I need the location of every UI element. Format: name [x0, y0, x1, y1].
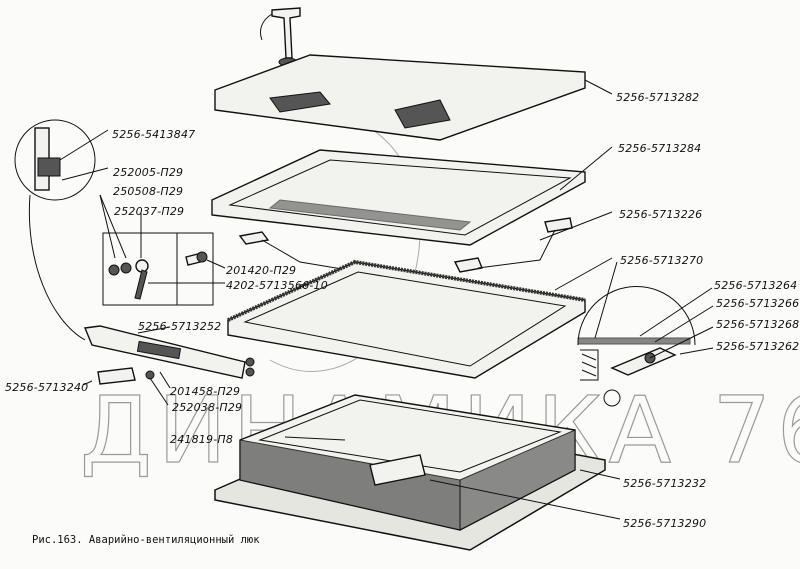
label-5256-5713240: 5256-5713240 — [5, 381, 88, 394]
label-5256-5413847: 5256-5413847 — [112, 128, 195, 141]
label-5256-5713284: 5256-5713284 — [618, 142, 701, 155]
label-5256-5713282: 5256-5713282 — [616, 91, 699, 104]
opening-mechanism — [82, 325, 255, 406]
label-5256-5713290: 5256-5713290 — [623, 517, 706, 530]
label-252037: 252037-П29 — [114, 205, 184, 218]
detail-circle-latch — [577, 261, 714, 407]
label-201420: 201420-П29 — [226, 264, 296, 277]
label-5256-5713232: 5256-5713232 — [623, 477, 706, 490]
label-5256-5713252: 5256-5713252 — [138, 320, 221, 333]
label-252005: 252005-П29 — [113, 166, 183, 179]
inner-panel — [211, 146, 613, 246]
label-5256-5713266: 5256-5713266 — [716, 297, 799, 310]
label-5256-5713226: 5256-5713226 — [619, 208, 702, 221]
label-250508: 250508-П29 — [113, 185, 183, 198]
top-cover — [214, 54, 613, 141]
label-201458: 201458-П29 — [170, 385, 240, 398]
label-5256-5713268: 5256-5713268 — [716, 318, 799, 331]
detail-box-fasteners — [99, 194, 226, 306]
label-241819: 241819-П8 — [170, 433, 233, 446]
frame-seal — [227, 257, 613, 379]
label-5256-5713270: 5256-5713270 — [620, 254, 703, 267]
figure-caption: Рис.163. Аварийно-вентиляционный люк — [32, 534, 260, 546]
hinge-brackets — [238, 211, 613, 283]
top-handle — [259, 7, 301, 67]
label-5256-5713262: 5256-5713262 — [716, 340, 799, 353]
detail-circle-seal — [14, 119, 109, 341]
lower-frame — [214, 394, 621, 551]
label-252038: 252038-П29 — [172, 401, 242, 414]
label-4202-5713566: 4202-5713566-10 — [226, 279, 328, 292]
label-5256-5713264: 5256-5713264 — [714, 279, 797, 292]
